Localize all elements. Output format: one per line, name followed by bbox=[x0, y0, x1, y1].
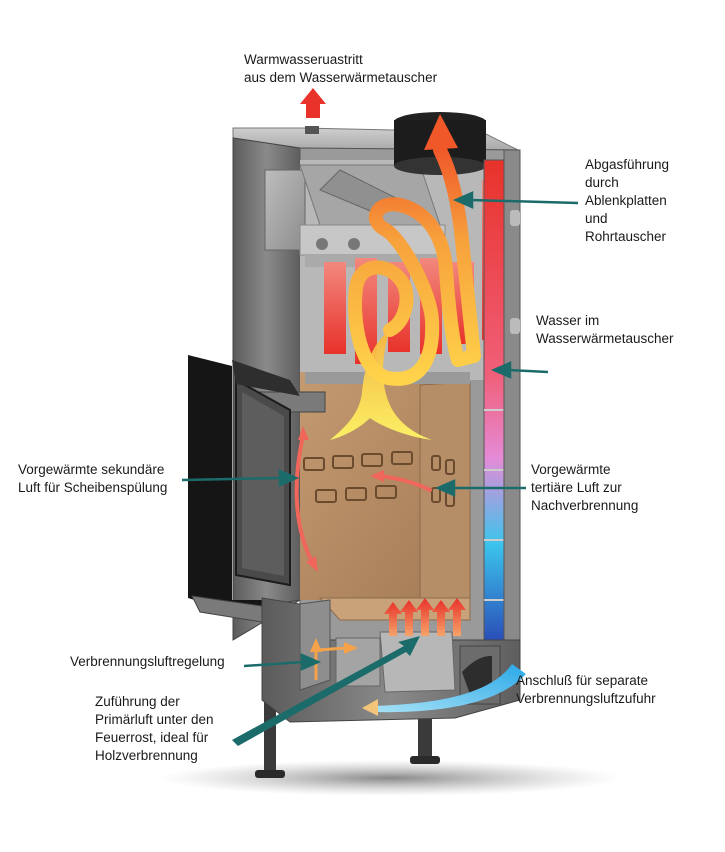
primary-air-callout bbox=[232, 636, 420, 746]
label-water-outlet: Warmwasseruastritt aus dem Wasserwärmeta… bbox=[244, 52, 438, 85]
flue-gas-path bbox=[348, 143, 481, 386]
callout-lines bbox=[181, 191, 579, 671]
water-outlet-stub bbox=[305, 126, 319, 134]
water-jacket bbox=[483, 159, 505, 641]
label-tertiary-air: Vorgewärmte tertiäre Luft zur Nachverbre… bbox=[531, 462, 639, 513]
air-intake-pipe bbox=[462, 655, 492, 700]
label-flue-gas: Abgasführung durch Ablenkplatten und Roh… bbox=[585, 157, 670, 244]
label-water-in-exchanger: Wasser im Wasserwärmetauscher bbox=[536, 313, 674, 346]
door-frame bbox=[188, 355, 300, 620]
tertiary-air-arrow bbox=[378, 474, 432, 492]
flue-arrow-head bbox=[424, 114, 458, 150]
flame bbox=[330, 330, 432, 440]
label-external-air: Anschluß für separate Verbrennungsluftzu… bbox=[516, 673, 656, 706]
secondary-air-arrow bbox=[294, 438, 314, 564]
label-air-control: Verbrennungsluftregelung bbox=[70, 654, 225, 669]
external-air-arrow bbox=[372, 664, 526, 713]
air-control-arrows bbox=[310, 638, 358, 680]
air-slots bbox=[303, 451, 455, 507]
label-primary-air: Zuführung der Primärluft unter den Feuer… bbox=[95, 694, 214, 763]
hot-water-arrow bbox=[300, 88, 326, 118]
label-secondary-air: Vorgewärmte sekundäre Luft für Scheibens… bbox=[18, 462, 168, 495]
primary-air-up-arrows bbox=[384, 598, 466, 636]
floor-shadow bbox=[160, 760, 620, 796]
